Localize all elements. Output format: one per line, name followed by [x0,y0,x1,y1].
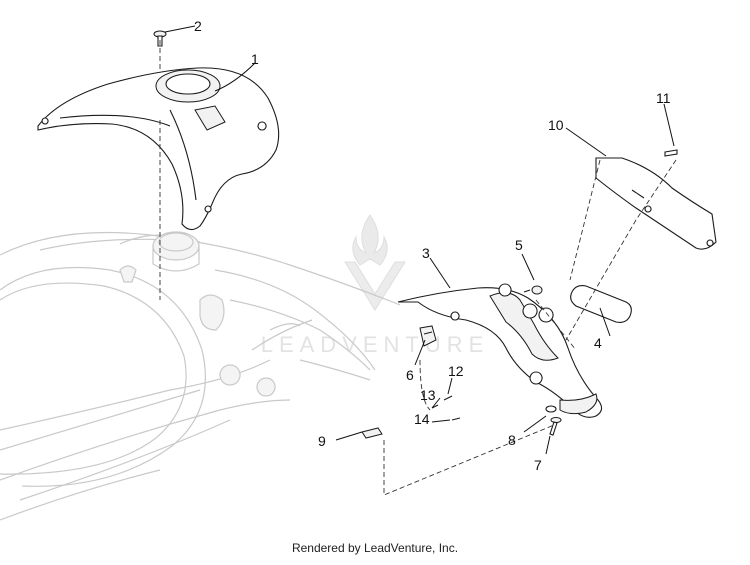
callout-11: 11 [656,90,671,106]
part-10-license-plate-holder [595,157,717,250]
callout-9: 9 [318,433,326,449]
callout-labels: 2 1 3 5 4 6 12 13 14 9 8 7 10 11 [194,18,671,473]
render-credit: Rendered by LeadVenture, Inc. [291,541,459,555]
fuel-cap [152,231,200,272]
assembly-lines [159,40,677,496]
leader-lines [164,25,675,455]
part-6-clip-nut [419,325,437,347]
callout-6: 6 [406,367,414,383]
callout-13: 13 [420,387,436,403]
part-2-screw [153,30,167,47]
part-4-reflector [570,285,632,323]
part-11-screw [664,149,678,157]
callout-4: 4 [594,335,602,351]
callout-3: 3 [422,245,430,261]
part-5-screw [523,285,543,295]
callout-10: 10 [548,117,564,133]
part-7-screw [549,417,562,436]
part-14-pin [451,417,461,421]
part-3-rear-bracket [397,283,603,418]
callout-8: 8 [508,432,516,448]
callout-5: 5 [515,237,523,253]
watermark-label: LEADVENTURE [261,332,490,357]
part-12-pin [443,395,453,401]
part-9-spring-nut [361,427,383,439]
leadventure-watermark: LEADVENTURE [261,214,490,357]
callout-1: 1 [251,51,259,67]
callout-14: 14 [414,411,430,427]
callout-2: 2 [194,18,202,34]
part-1-rear-top-cover [37,67,280,231]
callout-7: 7 [534,457,542,473]
callout-12: 12 [448,363,464,379]
scooter-frame-outline [0,231,401,521]
part-8-washer [545,405,557,413]
